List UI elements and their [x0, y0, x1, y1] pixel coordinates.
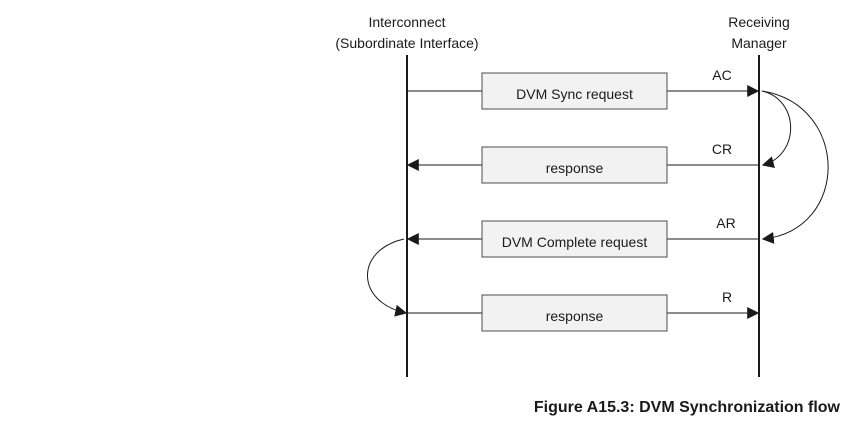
message-dvm-sync-request: DVM Sync request AC — [407, 67, 760, 110]
channel-label-r: R — [722, 289, 732, 305]
message-label: response — [546, 308, 604, 324]
channel-label-cr: CR — [712, 141, 732, 157]
message-box — [481, 220, 668, 258]
message-response-r: response R — [407, 289, 760, 332]
message-box — [481, 72, 668, 110]
message-response-cr: response CR — [406, 141, 759, 184]
dependency-arc-ac-to-ar — [761, 90, 829, 244]
channel-label-ac: AC — [712, 67, 731, 83]
message-label: response — [546, 160, 604, 176]
message-box — [481, 146, 668, 184]
message-dvm-complete-request: DVM Complete request AR — [406, 215, 759, 258]
manager-subtitle: Manager — [731, 35, 787, 51]
sequence-diagram: Interconnect (Subordinate Interface) Rec… — [335, 14, 829, 377]
message-label: DVM Complete request — [502, 234, 648, 250]
interconnect-title: Interconnect — [368, 14, 445, 30]
message-label: DVM Sync request — [516, 86, 633, 102]
dependency-arc-ac-to-cr — [761, 90, 792, 168]
manager-title: Receiving — [728, 14, 789, 30]
message-box — [481, 294, 668, 332]
channel-label-ar: AR — [716, 215, 735, 231]
dependency-arc-ar-to-r — [367, 238, 408, 317]
interconnect-subtitle: (Subordinate Interface) — [335, 35, 478, 51]
figure-caption: Figure A15.3: DVM Synchronization flow — [533, 399, 840, 416]
